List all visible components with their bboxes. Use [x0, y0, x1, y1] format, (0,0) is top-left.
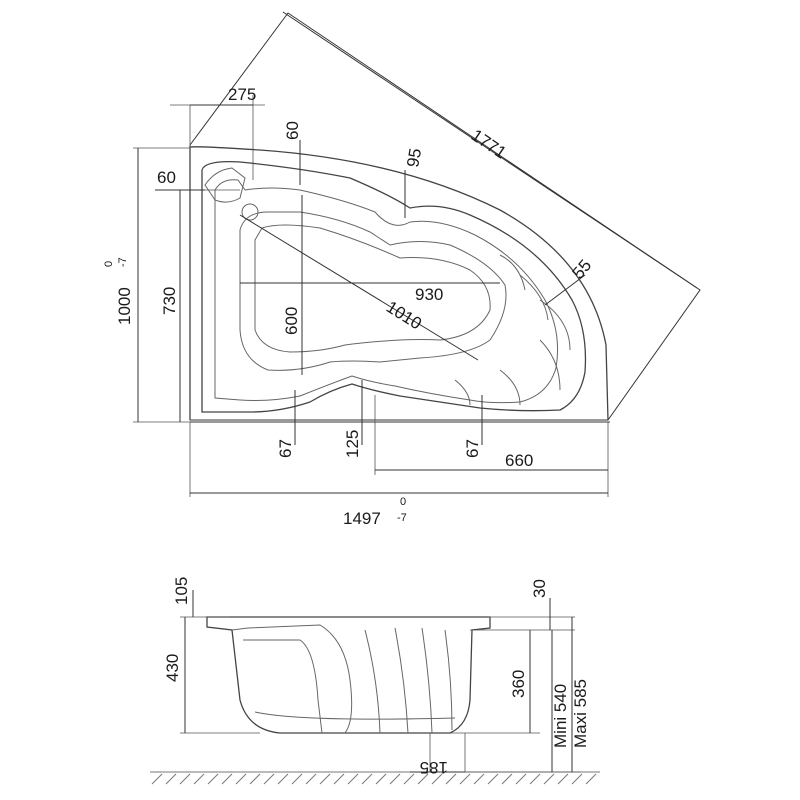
floor-hatch-mark — [207, 773, 219, 785]
floor-hatch-mark — [375, 773, 387, 785]
label-95: 95 — [403, 147, 425, 169]
label-1497-tol-upper: 0 — [400, 496, 406, 508]
label-30: 30 — [530, 579, 549, 598]
floor-hatch-mark — [347, 773, 359, 785]
floor-hatch-mark — [585, 773, 597, 785]
floor-hatch-mark — [305, 773, 317, 785]
floor-hatch-mark — [459, 773, 471, 785]
label-1000: 1000 — [115, 287, 134, 325]
side-step-4 — [444, 629, 453, 731]
label-660: 660 — [505, 451, 533, 470]
armrest-band-1 — [499, 254, 526, 291]
armrest-band-5 — [499, 369, 521, 406]
floor-hatch-mark — [389, 773, 401, 785]
label-1771: 1771 — [468, 126, 510, 163]
side-seat — [243, 639, 323, 734]
floor-hatch-mark — [529, 773, 541, 785]
label-mini-540: Mini 540 — [551, 684, 570, 748]
label-55: 55 — [569, 256, 596, 283]
basin-floor — [239, 211, 507, 371]
dim-line-1771 — [282, 11, 698, 289]
label-275: 275 — [228, 85, 256, 104]
label-60-top: 60 — [283, 121, 302, 140]
floor-hatch-mark — [263, 773, 275, 785]
dim-line-1010 — [239, 214, 479, 361]
floor-hatch-mark — [571, 773, 583, 785]
tub-outer-rim — [189, 146, 609, 421]
label-maxi-585: Maxi 585 — [571, 679, 590, 748]
armrest-band-4 — [539, 339, 561, 391]
floor-hatch-mark — [319, 773, 331, 785]
floor-hatch-mark — [403, 773, 415, 785]
floor-hatch-mark — [473, 773, 485, 785]
side-inner-floor — [254, 711, 456, 720]
armrest-band-2 — [519, 274, 549, 321]
floor-hatch-mark — [333, 773, 345, 785]
label-105: 105 — [172, 577, 191, 605]
floor-hatch-mark — [291, 773, 303, 785]
floor-hatch-mark — [445, 773, 457, 785]
floor-hatch-mark — [487, 773, 499, 785]
floor-hatch-mark — [515, 773, 527, 785]
floor-hatch-mark — [277, 773, 289, 785]
label-1497-tol-lower: -7 — [397, 512, 407, 524]
floor-hatch-mark — [179, 773, 191, 785]
label-360: 360 — [509, 670, 528, 698]
armrest-band-3 — [539, 299, 571, 351]
label-1000-tol-lower: -7 — [117, 257, 129, 267]
basin-outline — [214, 179, 559, 404]
label-185: 185 — [420, 758, 448, 777]
floor-hatch-mark — [151, 773, 163, 785]
label-1497: 1497 — [343, 509, 381, 528]
plan-outer-outline — [189, 12, 701, 421]
side-step-2 — [394, 627, 409, 734]
label-60-left: 60 — [157, 168, 176, 187]
floor-hatch-mark — [417, 773, 429, 785]
floor-hatch-mark — [235, 773, 247, 785]
floor-hatch-mark — [501, 773, 513, 785]
floor-hatch-mark — [165, 773, 177, 785]
floor-hatch-mark — [431, 773, 443, 785]
label-67-right: 67 — [463, 439, 482, 458]
floor-hatch-mark — [543, 773, 555, 785]
basin-floor-inner — [254, 224, 491, 353]
label-930: 930 — [415, 285, 443, 304]
side-step-1 — [364, 629, 381, 734]
side-view: 105 430 30 360 Mini 540 Maxi 585 185 — [150, 577, 600, 785]
plan-view: 1771 275 60 60 95 55 1000 0 -7 730 600 9… — [103, 11, 701, 528]
side-step-3 — [421, 627, 433, 734]
floor-hatch-mark — [193, 773, 205, 785]
label-430: 430 — [163, 654, 182, 682]
side-tub-inner — [231, 624, 353, 734]
floor-hatch-mark — [361, 773, 373, 785]
tub-inner-rim — [201, 161, 587, 413]
floor-hatch — [151, 773, 597, 785]
floor-hatch-mark — [221, 773, 233, 785]
dim-line-55 — [544, 274, 586, 306]
headrest-contour — [204, 167, 246, 203]
floor-hatch-mark — [557, 773, 569, 785]
label-1000-tol-upper: 0 — [103, 261, 115, 267]
side-tub-body — [206, 616, 491, 734]
label-125: 125 — [343, 430, 362, 458]
armrest-band-6 — [454, 379, 471, 406]
drain-icon — [241, 203, 259, 221]
floor-hatch-mark — [249, 773, 261, 785]
label-730: 730 — [160, 287, 179, 315]
label-67-left: 67 — [276, 439, 295, 458]
label-600: 600 — [282, 307, 301, 335]
